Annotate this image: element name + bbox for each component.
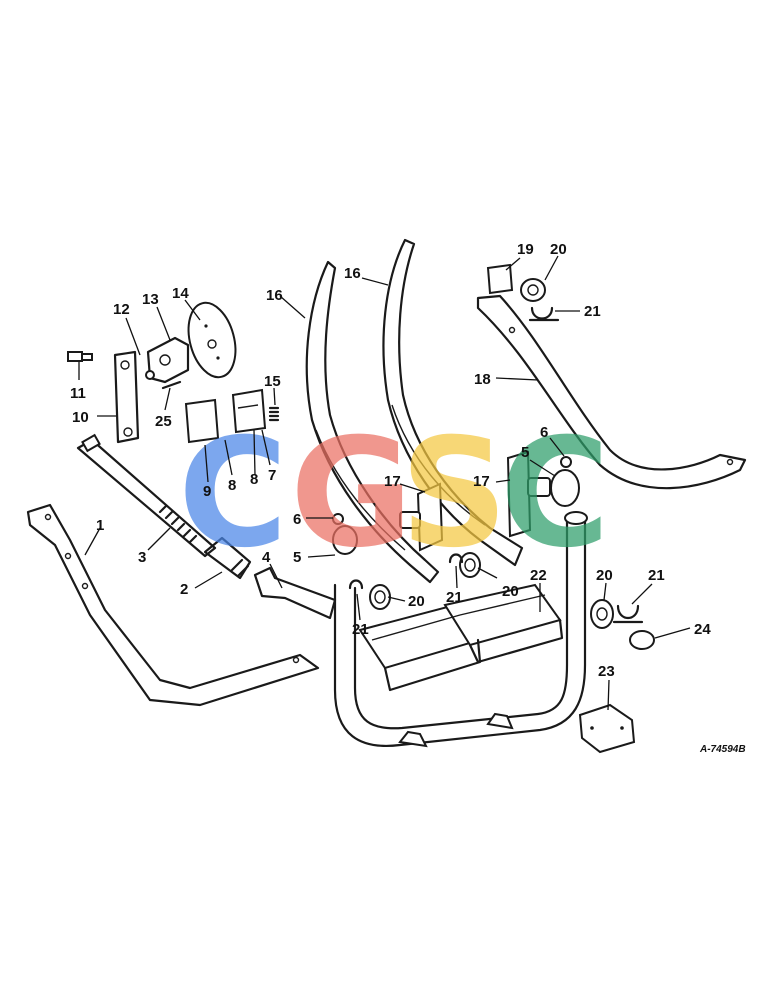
part-17-bracket-left [399,482,444,552]
part-15-spring [268,406,280,422]
part-10-link-plate [113,350,140,444]
callouts: 1 2 3 4 5 5 6 6 7 8 8 9 10 11 12 13 14 1… [70,241,711,680]
part-17-bracket-right [506,450,551,538]
part-20-spring-left [369,584,391,610]
watermark-letter: G [290,407,413,581]
callout-20: 20 [550,241,567,258]
callout-7: 7 [268,467,276,484]
part-20-grommet-top [520,278,546,302]
part-20-grommet-right [590,599,614,629]
callout-25: 25 [155,413,172,430]
leader-lines [78,255,691,711]
part-25-pin [161,380,182,390]
callout-6: 6 [293,511,301,528]
callout-21: 21 [584,303,601,320]
part-20-spring-right [459,552,481,578]
part-23-bracket [578,703,636,754]
callout-8: 8 [250,471,258,488]
part-24-cap [629,630,655,650]
part-11-bolt [67,351,93,362]
callout-15: 15 [264,373,281,390]
part-21-clip-left [348,579,364,590]
callout-21: 21 [648,567,665,584]
part-22-platform [358,583,564,692]
callout-3: 3 [138,549,146,566]
callout-8: 8 [228,477,236,494]
part-8-plate [231,388,267,434]
watermark-logo: C G S C [178,407,610,581]
part-6-nut-right [560,456,572,468]
callout-17: 17 [473,473,490,490]
callout-21: 21 [352,621,369,638]
callout-16: 16 [266,287,283,304]
part-21-clip-mid [448,553,464,564]
watermark-letter: S [400,407,508,581]
part-18-strap [476,294,747,490]
callout-5: 5 [521,444,529,461]
callout-20: 20 [596,567,613,584]
part-21-clip-right [612,604,644,624]
callout-21: 21 [446,589,463,606]
callout-24: 24 [694,621,711,638]
callout-6: 6 [540,424,548,441]
callout-10: 10 [72,409,89,426]
callout-11: 11 [70,385,86,402]
callout-17: 17 [384,473,401,490]
callout-9: 9 [203,483,211,500]
watermark-letter: C [178,407,288,581]
watermark-letter: C [500,407,610,581]
part-6-nut-left [332,513,344,525]
callout-20: 20 [502,583,519,600]
callout-18: 18 [474,371,491,388]
part-14-disc [187,301,237,379]
part-2-clevis [203,536,252,580]
callout-16: 16 [344,265,361,282]
part-4-bracket [253,566,337,620]
reference-code: A-74594B [699,744,746,755]
part-19-bracket [486,263,514,295]
callout-22: 22 [530,567,547,584]
part-16-strap-left [305,260,440,584]
callout-1: 1 [96,517,104,534]
callout-20: 20 [408,593,425,610]
callout-4: 4 [262,549,271,566]
part-21-clip-top [528,306,560,322]
callout-2: 2 [180,581,188,598]
callout-5: 5 [293,549,301,566]
callout-19: 19 [517,241,534,258]
part-13-hub-bracket [145,336,190,384]
part-9-plate [184,398,220,444]
part-3-rod-with-spring [76,433,217,558]
part-1-frame-bar [26,503,320,707]
part-22-u-frame [332,511,588,748]
callout-13: 13 [142,291,159,308]
callout-12: 12 [113,301,130,318]
part-16-strap-right [382,238,524,567]
part-5-tube-right [550,469,580,507]
callout-23: 23 [598,663,615,680]
callout-14: 14 [172,285,189,302]
